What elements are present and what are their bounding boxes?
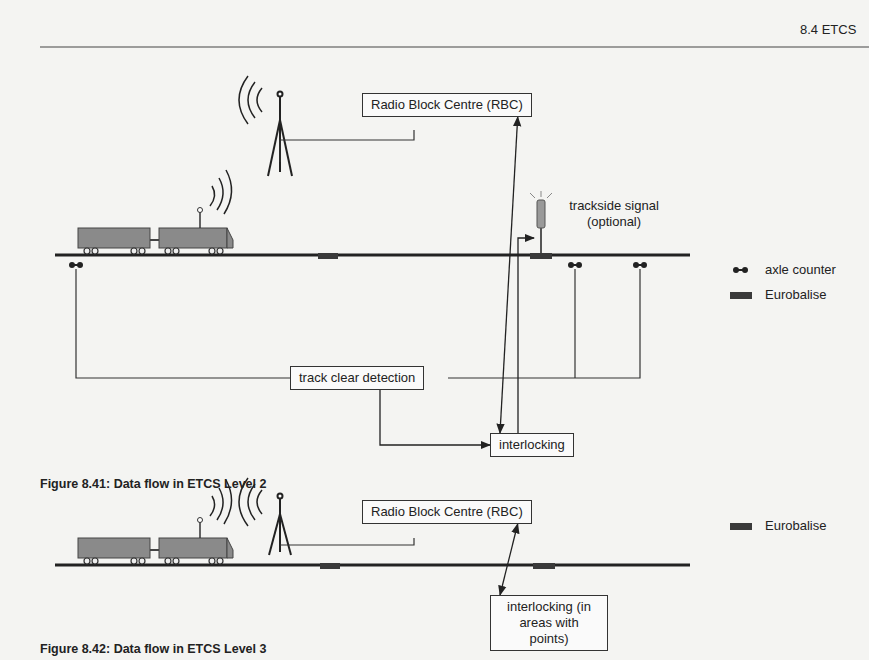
radio-mast [239,76,292,176]
counter-wires [76,269,640,378]
header-rule [40,47,869,48]
track [55,564,690,567]
data-flow-arrow [380,390,490,445]
legend-text: axle counter [765,262,836,278]
node-text: Radio Block Centre (RBC) [371,504,523,520]
interlocking-box: interlocking [490,433,574,457]
node-text: track clear detection [299,370,415,386]
interlocking-box: interlocking (in areas with points) [490,595,608,651]
process-box: track clear detection [290,366,424,390]
node-text: interlocking [499,437,565,453]
node-text: interlocking (in areas with points) [499,599,599,647]
legend-text: Eurobalise [765,518,826,534]
rbc-box: Radio Block Centre (RBC) [362,500,532,524]
figure-caption: Figure 8.41: Data flow in ETCS Level 2 [40,476,266,492]
node-text: Radio Block Centre (RBC) [371,97,523,113]
legend-text: Eurobalise [765,287,826,303]
data-flow-arrow [500,117,518,433]
mast-wire [280,538,414,545]
legend-swatch [730,523,752,530]
signal-control-line [518,238,534,433]
legend-axle-counter-symbol [733,267,748,273]
figure-caption: Figure 8.42: Data flow in ETCS Level 3 [40,641,266,657]
train [78,170,233,254]
signal-label: trackside signal (optional) [558,198,670,230]
section-header: 8.4 ETCS [800,22,856,38]
eurobalise [320,563,340,569]
train [78,480,233,564]
legend-swatch [730,292,752,299]
track [55,254,690,257]
mast-wire [280,130,414,162]
axle-counters [69,262,647,268]
trackside-signal [530,191,552,253]
data-flow-arrow [500,524,518,595]
eurobalise [533,563,555,569]
eurobalise [530,253,552,259]
eurobalise [318,253,338,259]
rbc-box: Radio Block Centre (RBC) [362,93,532,117]
